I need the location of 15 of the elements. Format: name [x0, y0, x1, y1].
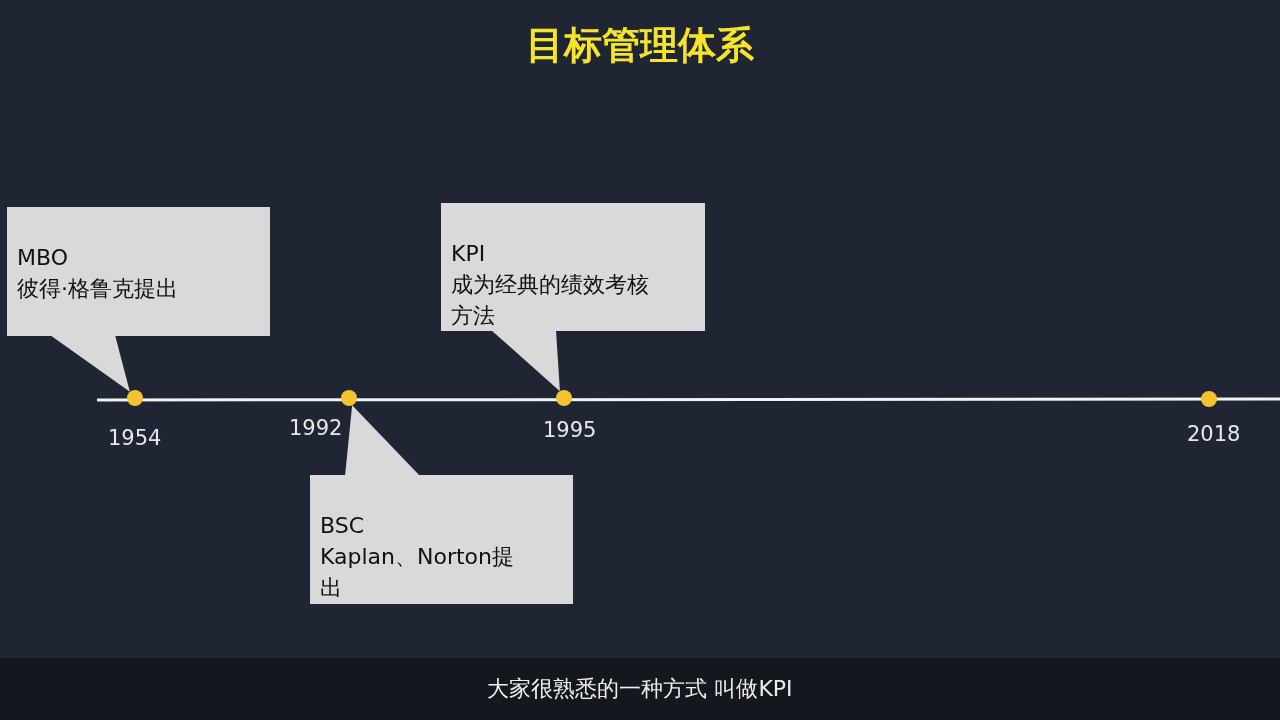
callout-pointer [50, 335, 130, 392]
callout-text: 成为经典的绩效考核方法 [451, 270, 650, 330]
year-label: 2018 [1187, 422, 1241, 446]
callout-heading: KPI [451, 240, 487, 268]
callout-heading: BSC [320, 512, 366, 540]
title: 目标管理体系 [526, 22, 754, 69]
year-label: 1954 [108, 426, 162, 450]
callout-pointer [345, 405, 420, 476]
subtitle-text: 大家很熟悉的一种方式 叫做KPI [487, 675, 793, 703]
callout-heading: MBO [17, 244, 69, 272]
callout-text: Kaplan、Norton提出 [320, 542, 515, 602]
year-label: 1995 [543, 418, 597, 442]
callout-pointer [491, 330, 560, 392]
year-label: 1992 [289, 416, 343, 440]
callout-text: 彼得·格鲁克提出 [17, 274, 179, 303]
